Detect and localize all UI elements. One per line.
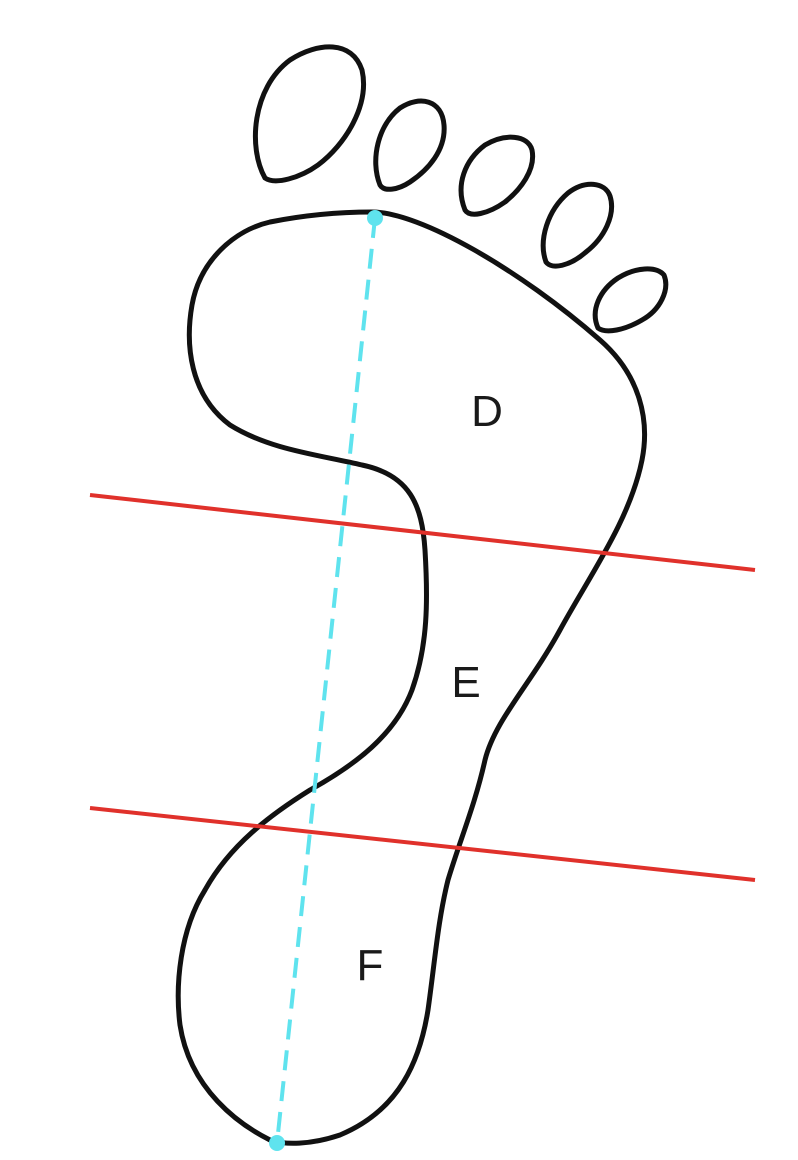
axis-endpoint-top — [367, 210, 383, 226]
toes — [252, 44, 669, 334]
region-label-heel: F — [357, 941, 384, 990]
region-label-midfoot: E — [451, 658, 480, 707]
divider-line-upper — [89, 493, 756, 572]
big-toe — [252, 44, 366, 184]
foot-outline — [175, 209, 647, 1146]
second-toe — [373, 98, 447, 192]
foot-axis-line — [275, 217, 377, 1144]
axis-endpoint-bottom — [269, 1135, 285, 1151]
little-toe — [592, 266, 669, 334]
divider-line-lower — [89, 806, 756, 882]
third-toe — [458, 134, 536, 217]
region-label-forefoot: D — [471, 387, 503, 436]
fourth-toe — [540, 181, 614, 269]
